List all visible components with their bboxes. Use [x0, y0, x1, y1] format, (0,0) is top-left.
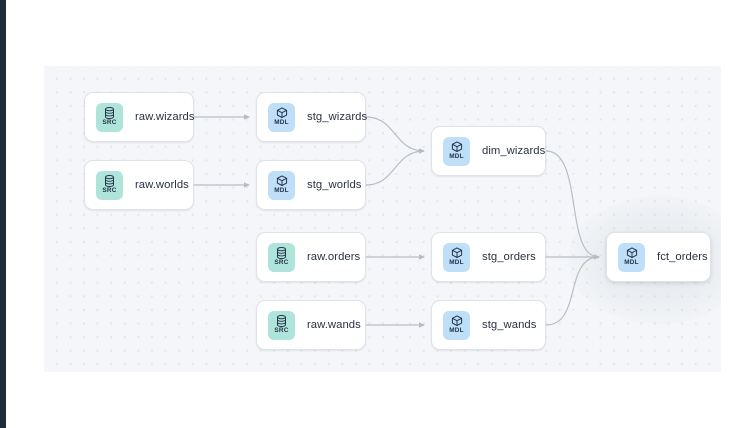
src-badge: SRC	[268, 310, 295, 340]
src-badge-text: SRC	[102, 187, 117, 195]
app-left-rail	[0, 0, 6, 428]
cube-icon	[276, 175, 288, 187]
src-badge: SRC	[268, 242, 295, 272]
edge-stg-wizards-to-dim-wizards	[365, 116, 425, 154]
node-label: raw.wizards	[135, 111, 195, 123]
cube-icon	[276, 107, 288, 119]
database-icon	[276, 315, 287, 328]
mdl-badge: MDL	[443, 136, 470, 166]
database-icon	[276, 247, 287, 260]
cube-icon	[451, 247, 463, 259]
edge-stg-wands-to-fct-orders	[545, 256, 600, 326]
node-label: raw.wands	[307, 319, 361, 331]
node-raw-wizards[interactable]: SRC raw.wizards	[84, 92, 195, 142]
edge-dim-wizards-to-fct-orders	[545, 150, 600, 260]
node-label: raw.worlds	[135, 179, 189, 191]
node-label: stg_worlds	[307, 179, 362, 191]
mdl-badge-text: MDL	[274, 119, 289, 127]
node-raw-worlds[interactable]: SRC raw.worlds	[84, 160, 194, 210]
mdl-badge: MDL	[443, 310, 470, 340]
node-stg-orders[interactable]: MDL stg_orders	[431, 232, 546, 282]
edge-raw-wands-to-stg-wands	[366, 322, 425, 328]
mdl-badge-text: MDL	[449, 259, 464, 267]
node-label: fct_orders	[657, 251, 708, 263]
node-label: stg_orders	[482, 251, 536, 263]
node-label: dim_wizards	[482, 145, 546, 157]
edge-raw-orders-to-stg-orders	[366, 254, 425, 260]
edge-stg-worlds-to-dim-wizards	[365, 150, 425, 186]
mdl-badge-text: MDL	[449, 327, 464, 335]
database-icon	[104, 107, 115, 120]
src-badge-text: SRC	[274, 327, 289, 335]
src-badge-text: SRC	[102, 119, 117, 127]
src-badge: SRC	[96, 102, 123, 132]
node-raw-wands[interactable]: SRC raw.wands	[256, 300, 366, 350]
cube-icon	[451, 315, 463, 327]
mdl-badge: MDL	[268, 102, 295, 132]
page-surface: SRC raw.wizards SRC raw.worlds	[6, 0, 742, 428]
src-badge: SRC	[96, 170, 123, 200]
src-badge-text: SRC	[274, 259, 289, 267]
mdl-badge: MDL	[618, 242, 645, 272]
node-label: stg_wands	[482, 319, 537, 331]
cube-icon	[451, 141, 463, 153]
node-fct-orders[interactable]: MDL fct_orders	[606, 232, 711, 282]
mdl-badge-text: MDL	[449, 153, 464, 161]
node-stg-wizards[interactable]: MDL stg_wizards	[256, 92, 368, 142]
mdl-badge-text: MDL	[624, 259, 639, 267]
cube-icon	[626, 247, 638, 259]
node-raw-orders[interactable]: SRC raw.orders	[256, 232, 366, 282]
edge-raw-wizards-to-stg-wizards	[194, 114, 250, 120]
mdl-badge-text: MDL	[274, 187, 289, 195]
edge-raw-worlds-to-stg-worlds	[194, 182, 250, 188]
lineage-graph-canvas[interactable]: SRC raw.wizards SRC raw.worlds	[44, 66, 721, 372]
node-dim-wizards[interactable]: MDL dim_wizards	[431, 126, 546, 176]
mdl-badge: MDL	[443, 242, 470, 272]
node-stg-worlds[interactable]: MDL stg_worlds	[256, 160, 366, 210]
mdl-badge: MDL	[268, 170, 295, 200]
database-icon	[104, 175, 115, 188]
node-label: stg_wizards	[307, 111, 368, 123]
node-stg-wands[interactable]: MDL stg_wands	[431, 300, 546, 350]
node-label: raw.orders	[307, 251, 361, 263]
